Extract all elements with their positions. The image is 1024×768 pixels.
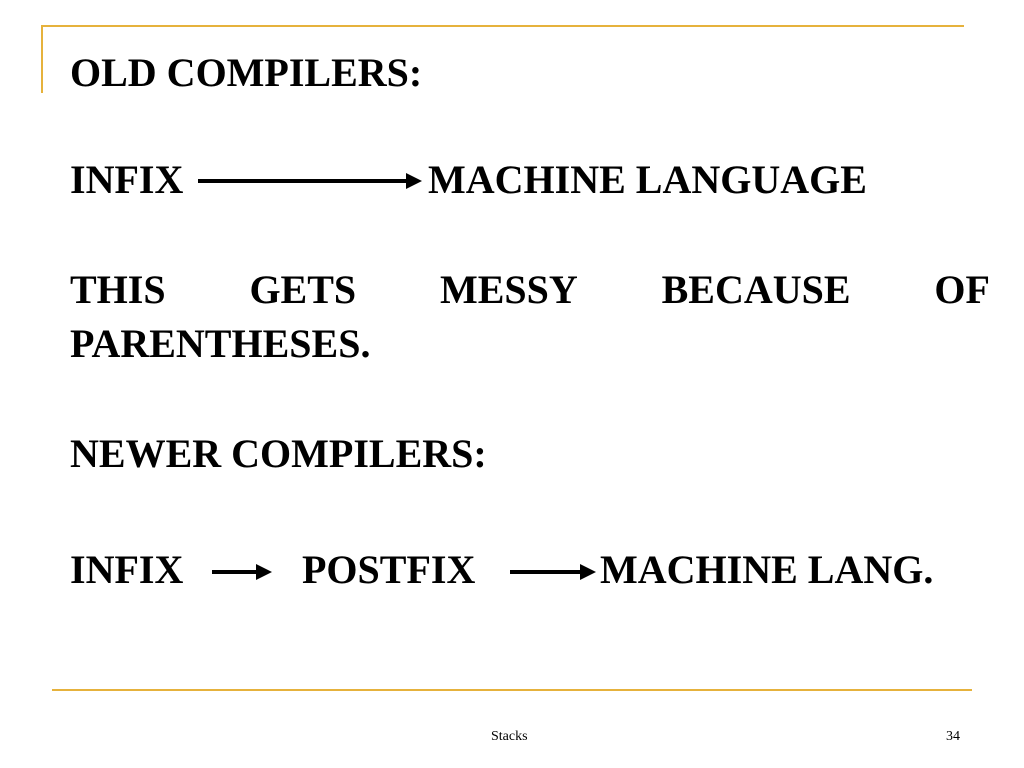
messy-word: BECAUSE xyxy=(661,267,851,312)
top-rule xyxy=(42,25,964,27)
bottom-rule xyxy=(52,689,972,691)
messy-word: GETS xyxy=(249,267,357,312)
heading-newer-compilers: NEWER COMPILERS: xyxy=(70,431,487,476)
old-flow-from: INFIX xyxy=(70,157,184,202)
new-flow-step3: MACHINE LANG. xyxy=(600,547,934,592)
messy-line-1: THIS GETS MESSY BECAUSE OF xyxy=(70,270,990,310)
arrow-right-icon xyxy=(510,561,598,583)
arrow-right-icon xyxy=(198,170,424,192)
new-flow-step2: POSTFIX xyxy=(302,547,476,592)
old-flow-to: MACHINE LANGUAGE xyxy=(428,157,867,202)
footer-title: Stacks xyxy=(491,729,528,744)
messy-word: OF xyxy=(934,267,990,312)
page-number: 34 xyxy=(946,729,960,744)
new-flow-step1: INFIX xyxy=(70,547,184,592)
heading-old-compilers: OLD COMPILERS: xyxy=(70,50,423,95)
messy-line-2: PARENTHESES. xyxy=(70,321,371,366)
left-rule xyxy=(41,25,43,93)
arrow-right-icon xyxy=(212,561,274,583)
messy-word: THIS xyxy=(70,267,166,312)
messy-word: MESSY xyxy=(439,267,578,312)
